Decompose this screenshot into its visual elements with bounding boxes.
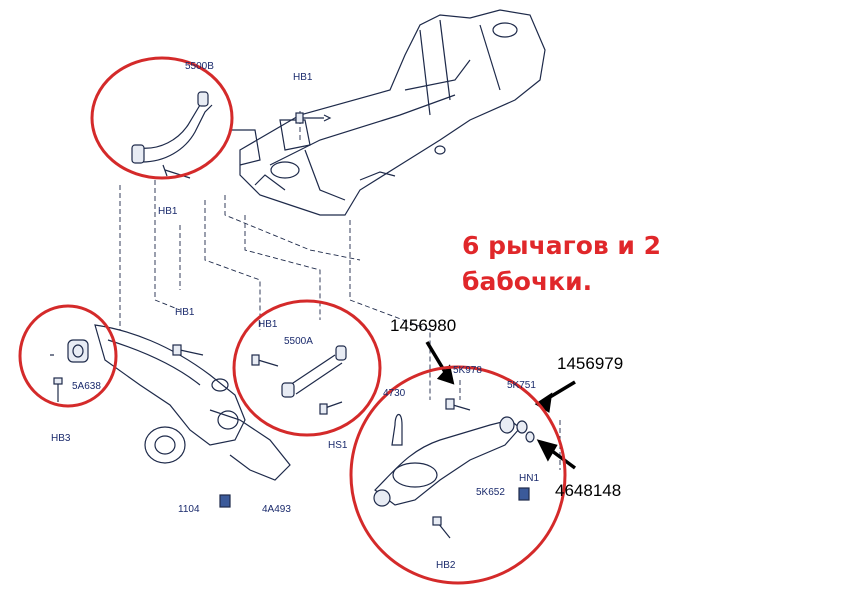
callout-hb3: HB3 <box>51 433 71 444</box>
annotation-line-2: бабочки. <box>462 267 593 297</box>
arm-5500a <box>251 345 347 415</box>
bolt-hb1-top <box>295 112 332 124</box>
rear-subframe <box>230 9 546 216</box>
part-number-4648148: 4648148 <box>555 481 622 500</box>
callout-hb1-mid2: HB1 <box>258 319 278 330</box>
annotation-line-1: 6 рычагов и 2 <box>462 231 662 260</box>
annotation-note: 6 рычагов и 2 бабочки. <box>462 228 661 301</box>
callout-5k751: 5K751 <box>507 380 536 391</box>
callout-5k978: 5K978 <box>453 365 482 376</box>
bolt-hb1-mid <box>172 344 204 356</box>
circle-upper-arm <box>90 56 234 180</box>
red-circles <box>18 56 567 585</box>
pointer-arrows <box>425 341 577 470</box>
callout-hn1: HN1 <box>519 473 540 484</box>
nut-parts <box>219 431 535 508</box>
trailing-arm <box>94 324 291 481</box>
callout-hb2: HB2 <box>436 560 456 571</box>
callout-hb1-mid: HB1 <box>175 307 195 318</box>
callout-5k652: 5K652 <box>476 487 505 498</box>
callout-hb1-top: HB1 <box>293 72 313 83</box>
callout-5a638: 5A638 <box>72 381 101 392</box>
callout-5500b: 5500B <box>185 61 214 72</box>
part-number-1456979: 1456979 <box>557 354 624 373</box>
callout-4a493: 4A493 <box>262 504 291 515</box>
callout-4730: 4730 <box>383 388 406 399</box>
circle-lower-arm <box>349 365 567 585</box>
circle-bushing <box>18 304 118 408</box>
bushing-5a638 <box>50 339 89 402</box>
callout-hs1: HS1 <box>328 440 348 451</box>
callout-5500a: 5500A <box>284 336 313 347</box>
upper-arm-5500b <box>131 91 213 179</box>
lower-arm-5k652 <box>373 398 528 539</box>
circle-middle-arm <box>232 299 382 437</box>
callout-hb1-left: HB1 <box>158 206 178 217</box>
part-number-1456980: 1456980 <box>390 316 457 335</box>
callout-1104: 1104 <box>178 504 200 515</box>
